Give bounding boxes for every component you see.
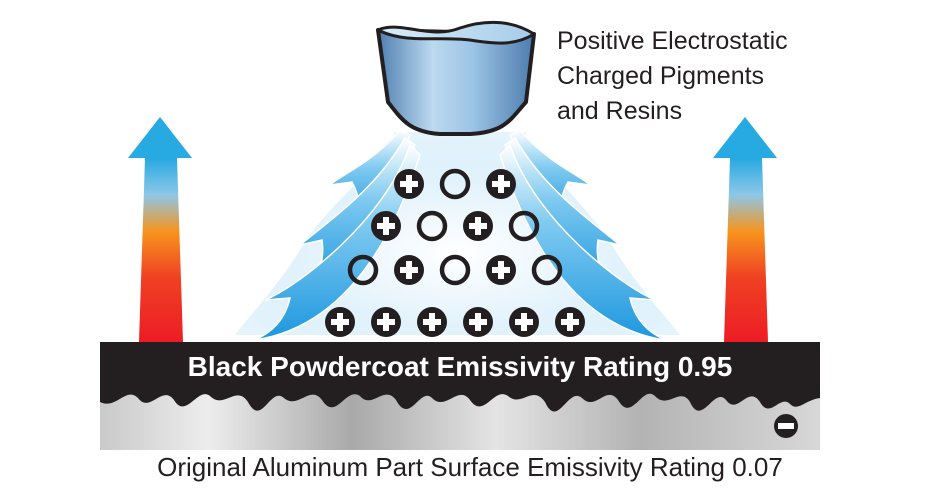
pigment-caption: Positive Electrostatic Charged Pigments … bbox=[557, 24, 788, 129]
positive-particle-icon bbox=[463, 307, 493, 337]
positive-particle-icon bbox=[463, 211, 493, 241]
negative-charge-icon bbox=[774, 414, 798, 438]
pigment-caption-line-1: Positive Electrostatic bbox=[557, 27, 788, 55]
positive-particle-icon bbox=[555, 307, 585, 337]
positive-particle-icon bbox=[394, 169, 424, 199]
neutral-particle-icon bbox=[416, 210, 448, 242]
positive-particle-icon bbox=[394, 255, 424, 285]
aluminum-surface bbox=[100, 386, 820, 450]
pigment-caption-line-3: and Resins bbox=[557, 97, 683, 125]
positive-particle-icon bbox=[371, 307, 401, 337]
spray-streams bbox=[254, 129, 666, 341]
positive-particle-icon bbox=[417, 307, 447, 337]
powdercoat-layer bbox=[100, 342, 820, 390]
neutral-particle-icon bbox=[508, 210, 540, 242]
spray-nozzle bbox=[376, 20, 536, 136]
positive-particle-icon bbox=[509, 307, 539, 337]
neutral-particle-icon bbox=[347, 254, 379, 286]
positive-particle-icon bbox=[486, 169, 516, 199]
particle-group bbox=[325, 168, 585, 337]
neutral-particle-icon bbox=[439, 254, 471, 286]
pigment-caption-line-2: Charged Pigments bbox=[557, 62, 765, 90]
positive-particle-icon bbox=[371, 211, 401, 241]
neutral-particle-icon bbox=[439, 168, 471, 200]
positive-particle-icon bbox=[325, 307, 355, 337]
heat-arrow-right bbox=[713, 117, 777, 342]
powdercoat-label: Black Powdercoat Emissivity Rating 0.95 bbox=[187, 351, 733, 382]
neutral-particle-icon bbox=[531, 254, 563, 286]
positive-particle-icon bbox=[486, 255, 516, 285]
aluminum-label: Original Aluminum Part Surface Emissivit… bbox=[157, 452, 783, 482]
heat-arrow-left bbox=[128, 117, 192, 342]
